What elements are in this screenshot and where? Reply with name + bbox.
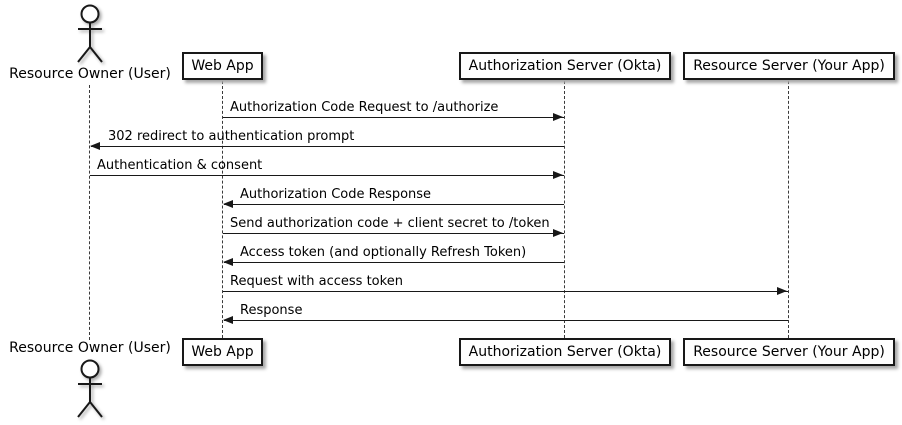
participant-label: Authorization Server (Okta) xyxy=(468,344,662,360)
person-icon-top xyxy=(77,4,103,63)
participant-label: Authorization Server (Okta) xyxy=(468,58,662,74)
message-label: Authorization Code Request to /authorize xyxy=(230,100,499,115)
arrowhead-right-icon xyxy=(553,171,563,179)
participant-web-app-bottom: Web App xyxy=(182,338,263,366)
message-line xyxy=(223,117,564,118)
message-line xyxy=(90,175,564,176)
message-label: Authorization Code Response xyxy=(240,187,432,202)
message-line xyxy=(224,262,564,263)
participant-resource-server-bottom: Resource Server (Your App) xyxy=(683,338,895,366)
lifeline-resource-owner xyxy=(89,85,90,340)
participant-label: Web App xyxy=(191,58,254,74)
participant-label: Resource Server (Your App) xyxy=(693,58,885,74)
participant-auth-server-top: Authorization Server (Okta) xyxy=(459,52,671,80)
participant-auth-server-bottom: Authorization Server (Okta) xyxy=(459,338,671,366)
participant-label: Resource Server (Your App) xyxy=(693,344,885,360)
arrowhead-left-icon xyxy=(90,142,100,150)
actor-label-bottom: Resource Owner (User) xyxy=(9,340,171,356)
message-line xyxy=(223,233,564,234)
participant-web-app-top: Web App xyxy=(182,52,263,80)
message-line xyxy=(224,320,788,321)
arrowhead-right-icon xyxy=(553,113,563,121)
lifeline-auth-server xyxy=(564,81,565,338)
arrowhead-left-icon xyxy=(223,200,233,208)
message-label: Authentication & consent xyxy=(97,158,263,173)
arrowhead-right-icon xyxy=(777,287,787,295)
arrowhead-left-icon xyxy=(223,316,233,324)
arrowhead-right-icon xyxy=(553,229,563,237)
lifeline-web-app xyxy=(222,81,223,338)
message-label: Send authorization code + client secret … xyxy=(230,216,550,231)
participant-resource-server-top: Resource Server (Your App) xyxy=(683,52,895,80)
message-label: Request with access token xyxy=(230,274,403,289)
lifeline-resource-server xyxy=(788,81,789,338)
message-label: 302 redirect to authentication prompt xyxy=(108,129,355,144)
actor-label-top: Resource Owner (User) xyxy=(9,66,171,82)
person-icon-bottom xyxy=(77,359,103,418)
message-line xyxy=(91,146,564,147)
arrowhead-left-icon xyxy=(223,258,233,266)
participant-label: Web App xyxy=(191,344,254,360)
message-label: Response xyxy=(240,303,303,318)
message-line xyxy=(223,291,788,292)
message-line xyxy=(224,204,564,205)
message-label: Access token (and optionally Refresh Tok… xyxy=(240,245,527,260)
